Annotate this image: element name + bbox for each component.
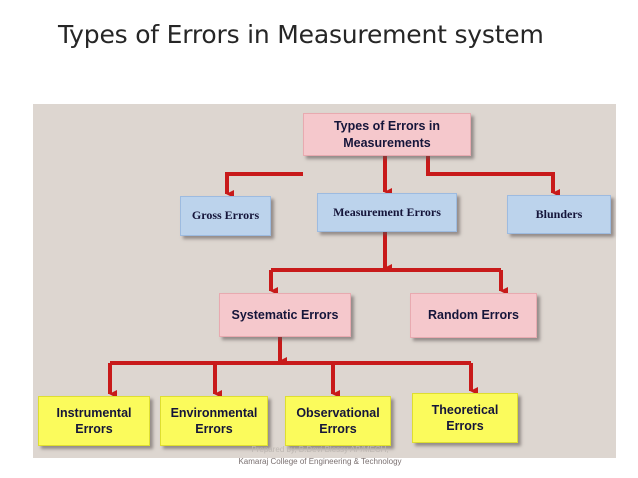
footer-line-2: Kamaraj College of Engineering & Technol… bbox=[238, 457, 402, 466]
gross-errors-label: Gross Errors bbox=[191, 208, 260, 223]
instrumental-errors-label: Instrumental Errors bbox=[56, 405, 132, 436]
random-errors-box: Random Errors bbox=[410, 293, 537, 338]
footer-credit: Prepared by, B.Devi Blessy AP/MECH, Kama… bbox=[205, 444, 435, 468]
instrumental-errors-box: Instrumental Errors bbox=[38, 396, 150, 446]
environmental-errors-label: Environmental Errors bbox=[170, 405, 258, 436]
observational-errors-label: Observational Errors bbox=[296, 405, 380, 436]
random-errors-label: Random Errors bbox=[428, 308, 519, 323]
environmental-errors-box: Environmental Errors bbox=[160, 396, 268, 446]
root-box: Types of Errors in Measurements bbox=[303, 113, 471, 156]
root-label: Types of Errors in Measurements bbox=[333, 119, 441, 150]
blunders-label: Blunders bbox=[535, 206, 583, 221]
measurement-errors-box: Measurement Errors bbox=[317, 193, 457, 232]
measurement-errors-label: Measurement Errors bbox=[333, 204, 441, 219]
connector-root-gross bbox=[225, 172, 303, 198]
theoretical-errors-box: Theoretical Errors bbox=[412, 393, 518, 443]
systematic-errors-box: Systematic Errors bbox=[219, 293, 351, 337]
connector-root-blunders bbox=[426, 156, 560, 197]
gross-errors-box: Gross Errors bbox=[180, 196, 271, 236]
systematic-errors-label: Systematic Errors bbox=[231, 307, 339, 322]
blunders-box: Blunders bbox=[507, 195, 611, 234]
slide-title: Types of Errors in Measurement system bbox=[58, 20, 544, 49]
footer-line-1: Prepared by, B.Devi Blessy AP/MECH, bbox=[251, 445, 389, 454]
theoretical-errors-label: Theoretical Errors bbox=[431, 402, 499, 433]
observational-errors-box: Observational Errors bbox=[285, 396, 391, 446]
